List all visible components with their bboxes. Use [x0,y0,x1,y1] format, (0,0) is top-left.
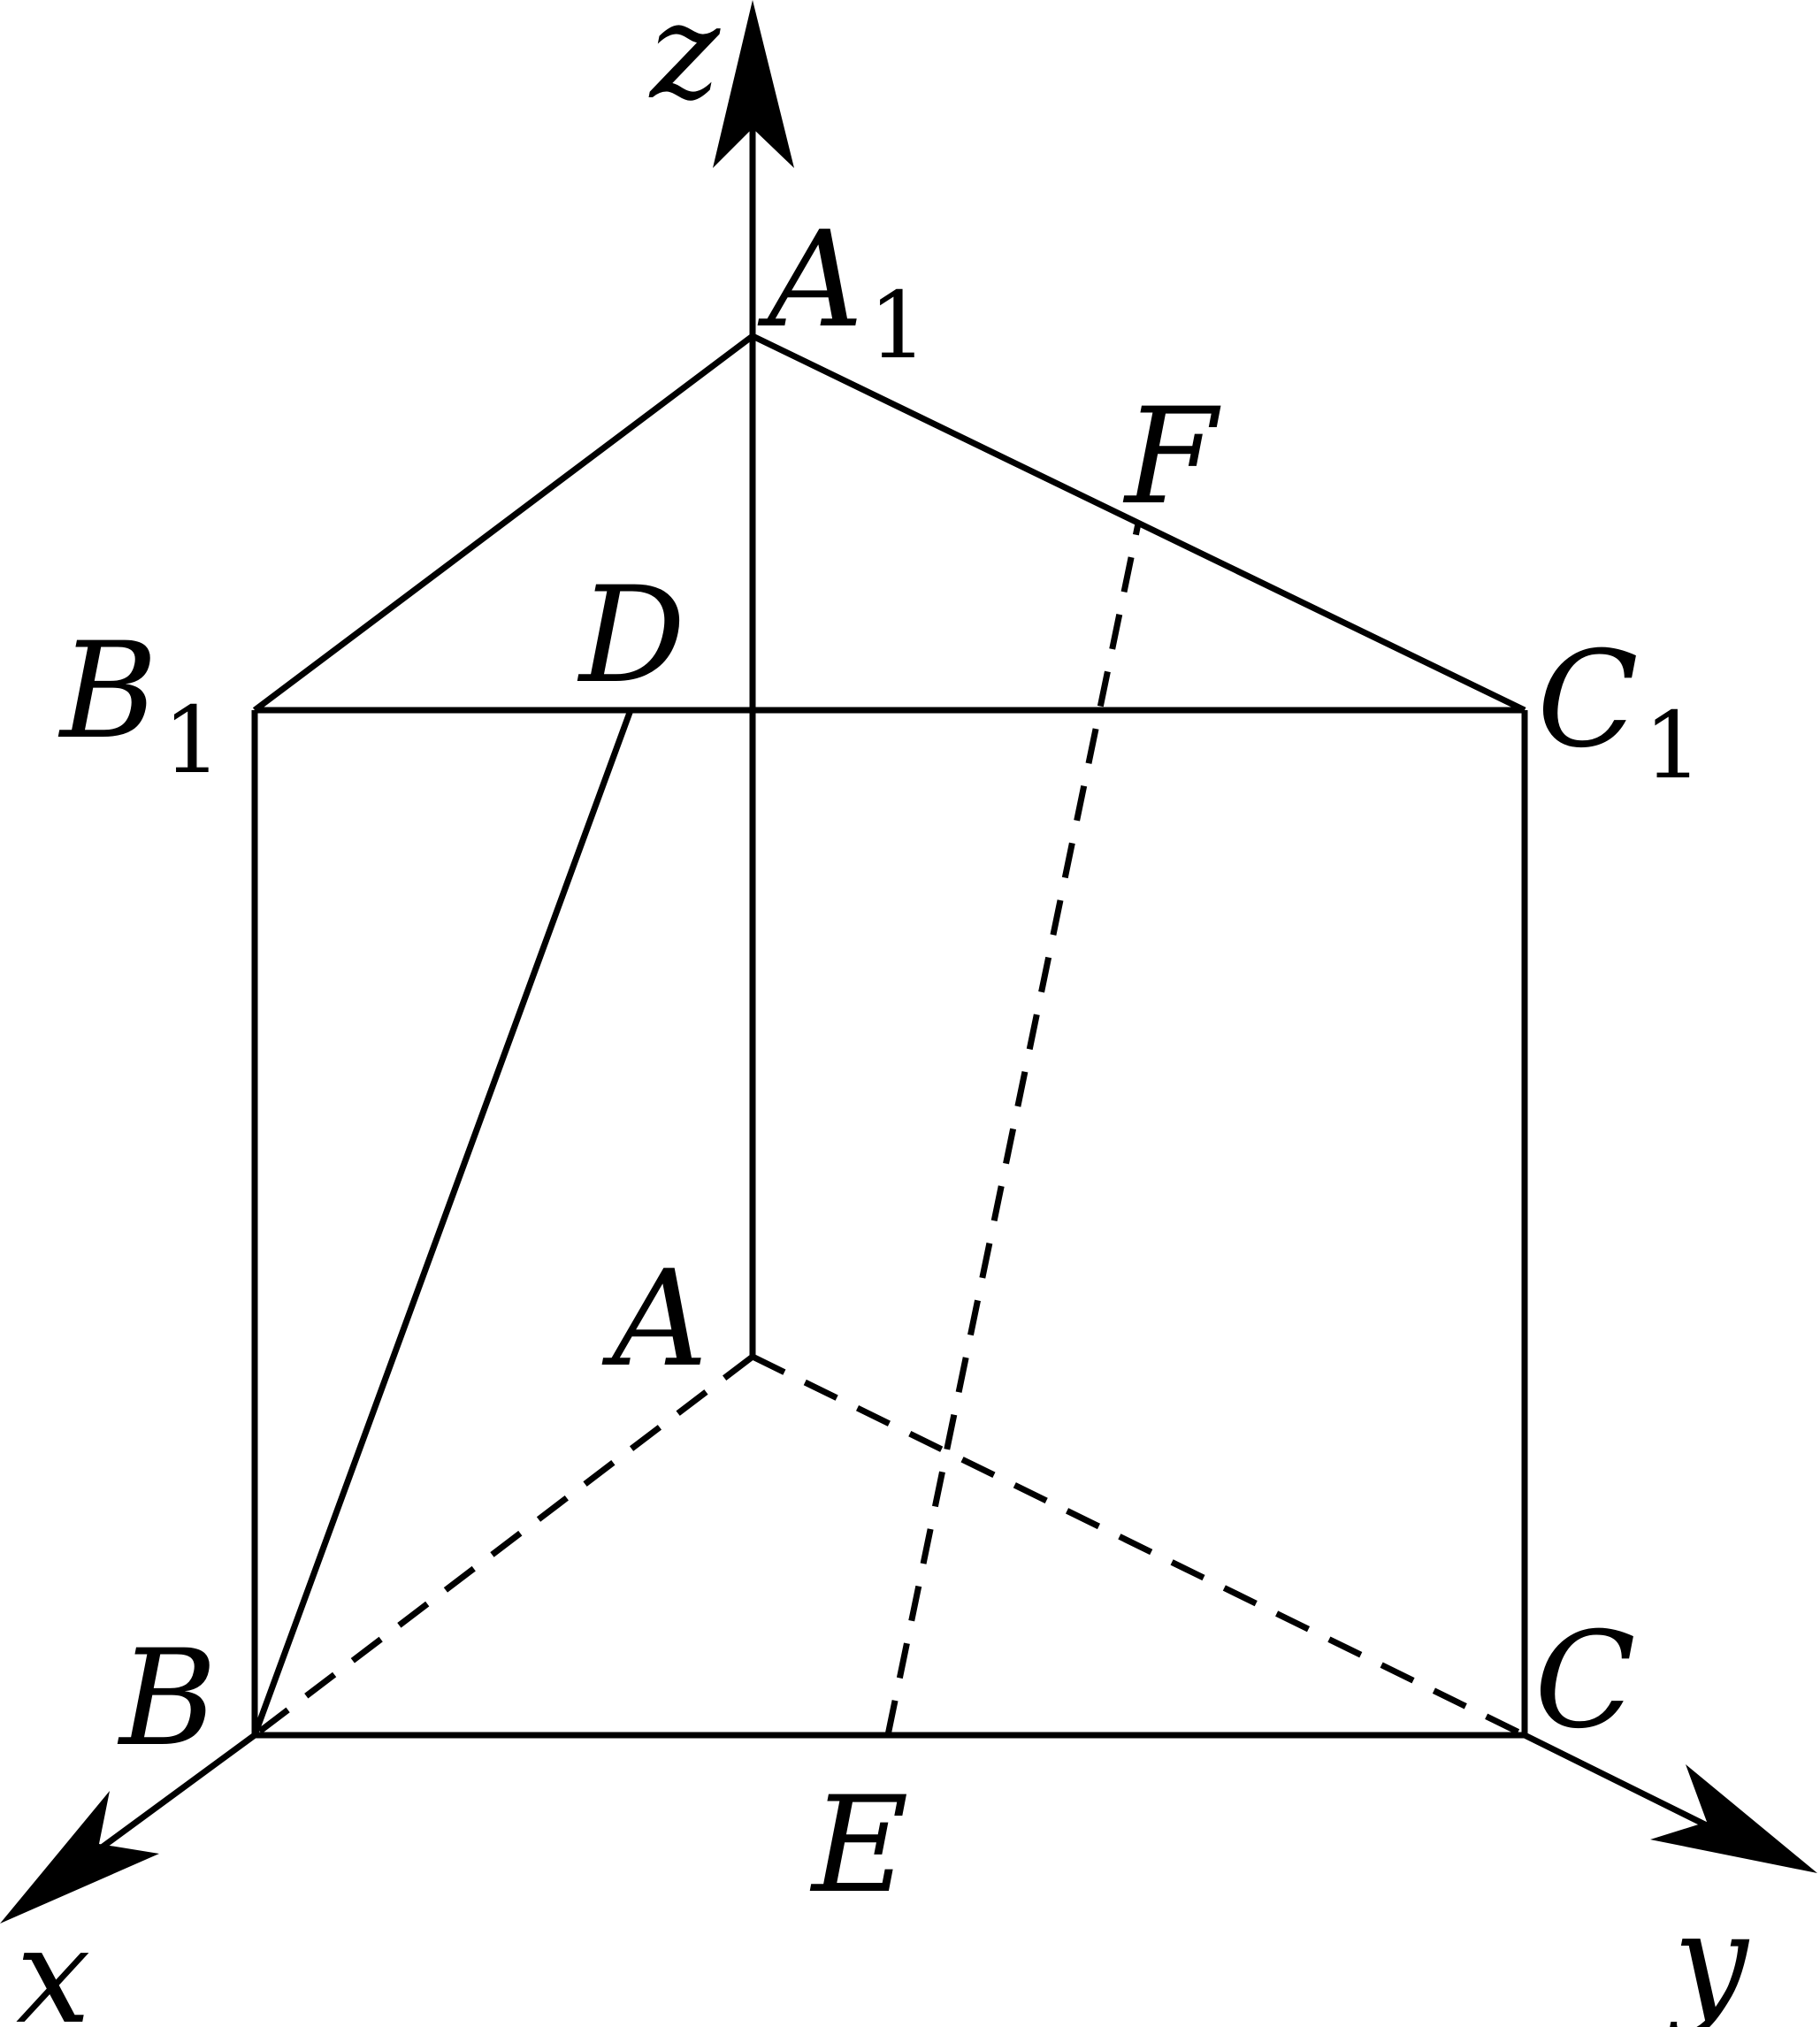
z-axis-arrowhead [713,0,794,168]
axis-label-z: z [648,0,721,129]
x-axis-arrowhead [0,1791,159,1924]
label-B1: B1 [57,615,221,794]
segment-BD [251,708,634,1737]
label-A: A [601,1243,707,1396]
point-labels: A1 B1 C1 D F A B C E [57,203,1702,1923]
axes [0,0,1817,1924]
edge-A1C1 [751,333,1526,714]
axis-label-x: x [16,1900,91,2027]
label-E: E [809,1769,909,1923]
hidden-edges [252,336,1526,1739]
edge-AB [252,1354,755,1738]
label-A1: A1 [757,203,928,379]
segment-EF [884,523,1142,1736]
visible-edges [251,333,1528,1739]
label-C1: C1 [1537,623,1702,799]
y-axis [1523,1732,1726,1838]
edge-AC [751,1353,1526,1739]
axis-label-y: y [1668,1885,1750,2027]
axis-labels: z x y [16,0,1750,2027]
edge-A1B1 [252,333,755,713]
label-F: F [1122,380,1221,534]
y-axis-arrowhead [1650,1764,1817,1873]
label-D: D [577,559,685,713]
label-B: B [117,1622,217,1776]
label-C: C [1534,1604,1636,1758]
